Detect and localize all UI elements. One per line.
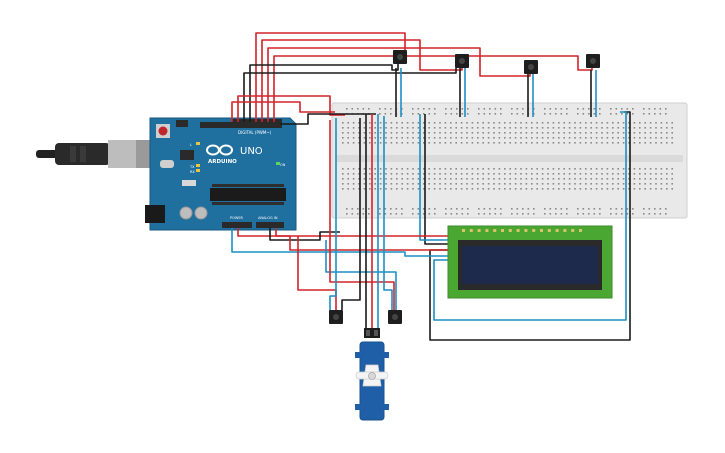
atmega-chip bbox=[210, 188, 286, 201]
wire-red-1 bbox=[255, 32, 406, 122]
arduino-model: UNO bbox=[240, 146, 263, 157]
wire-blue-8 bbox=[325, 240, 397, 310]
lcd-16x2[interactable] bbox=[447, 225, 613, 299]
infinity-logo-icon bbox=[206, 144, 233, 156]
reset-button-icon[interactable] bbox=[156, 124, 170, 138]
pushbutton-2[interactable] bbox=[455, 54, 469, 68]
wire-blue-7 bbox=[231, 228, 448, 257]
wire-black-10 bbox=[269, 228, 340, 241]
pushbutton-4[interactable] bbox=[586, 54, 600, 68]
wire-red-3 bbox=[267, 47, 531, 122]
arduino-logo-text: ARDUINO bbox=[208, 159, 237, 165]
wire-blue-6 bbox=[419, 114, 448, 241]
pushbutton-1[interactable] bbox=[393, 50, 407, 64]
rx-led-label: RX bbox=[190, 170, 195, 174]
lcd-screen bbox=[462, 246, 598, 284]
breadboard[interactable] bbox=[331, 102, 688, 219]
servo-horn-icon bbox=[355, 364, 389, 387]
wire-blue-5 bbox=[433, 111, 627, 321]
wire-red-2 bbox=[261, 39, 463, 122]
pushbutton-3[interactable] bbox=[524, 60, 538, 74]
wire-red-6 bbox=[231, 101, 335, 122]
power-header-label: POWER bbox=[230, 216, 244, 220]
l-led-label: L bbox=[190, 143, 192, 147]
servo-motor[interactable] bbox=[355, 328, 389, 421]
wire-black-2 bbox=[243, 68, 457, 122]
wire-red-4 bbox=[273, 55, 593, 122]
analog-header bbox=[256, 222, 284, 228]
analog-header-label: ANALOG IN bbox=[258, 216, 278, 220]
pushbutton-5[interactable] bbox=[329, 310, 343, 324]
pushbutton-6[interactable] bbox=[388, 310, 402, 324]
wire-red-9 bbox=[297, 236, 337, 310]
wire-black-3 bbox=[280, 113, 376, 125]
wire-black-9 bbox=[424, 114, 448, 245]
on-led-label: ON bbox=[280, 163, 286, 167]
tx-led-label: TX bbox=[189, 165, 195, 169]
wire-black-1 bbox=[249, 62, 399, 122]
lcd-pin-header bbox=[462, 229, 582, 232]
wire-blue-9 bbox=[329, 118, 337, 310]
wire-black-11 bbox=[341, 118, 361, 310]
usb-cable-icon bbox=[36, 140, 150, 168]
power-header bbox=[222, 222, 252, 228]
wire-red-10 bbox=[329, 120, 395, 310]
wire-blue-10 bbox=[383, 116, 393, 310]
wires bbox=[231, 32, 631, 341]
arduino-uno[interactable]: ARDUINO UNO DIGITAL (PWM~) L TX RX ON PO… bbox=[36, 117, 297, 231]
wire-red-5 bbox=[237, 95, 345, 122]
digital-header-label: DIGITAL (PWM~) bbox=[238, 130, 272, 135]
wire-red-8 bbox=[275, 228, 448, 251]
